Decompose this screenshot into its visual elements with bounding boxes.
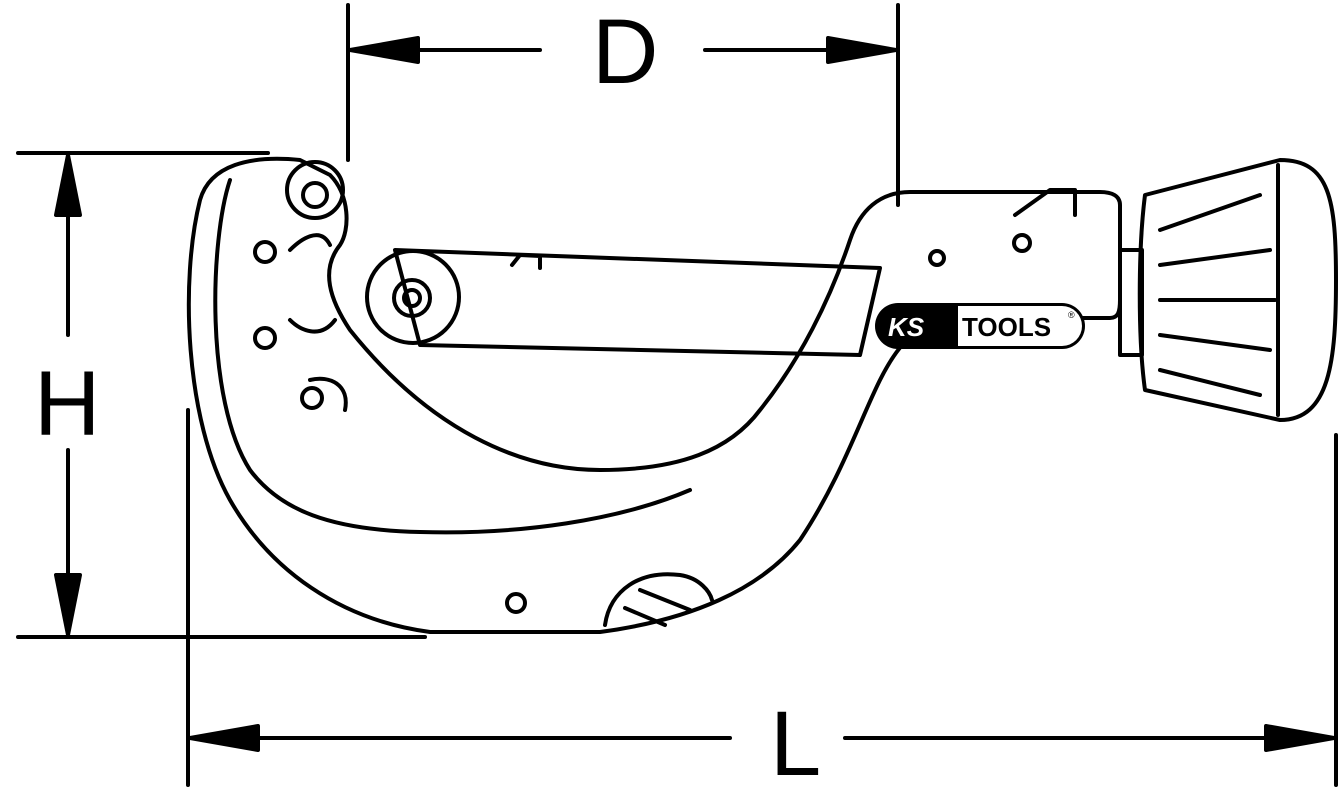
c-frame [186,156,1122,634]
logo-registered: ® [1068,310,1075,320]
label-d: D [592,1,658,103]
dimension-l [186,408,1338,787]
dimension-h [16,151,427,639]
slider-bar [393,248,882,357]
label-h: H [34,353,100,455]
logo-ks: KS [888,312,925,342]
brand-logo: KS TOOLS ® [875,303,1085,349]
label-l: L [770,693,821,795]
dimension-d [346,3,900,207]
adjustment-knob [1137,158,1338,422]
knob-collar [1118,248,1144,357]
logo-tools: TOOLS [962,312,1051,342]
